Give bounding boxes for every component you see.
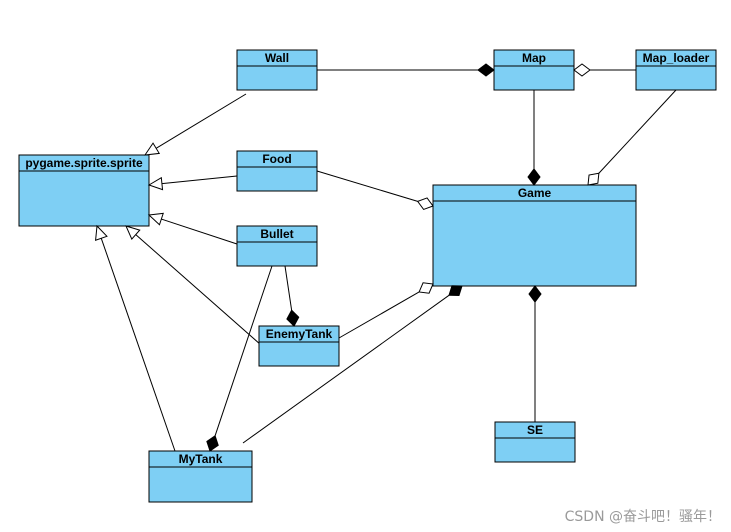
class-map_loader[interactable]: Map_loader	[635, 49, 717, 91]
class-name: SE	[527, 423, 543, 437]
class-pygame_sprite[interactable]: pygame.sprite.sprite	[18, 154, 150, 227]
aggregation-diamond	[418, 282, 434, 294]
class-name: pygame.sprite.sprite	[25, 156, 143, 170]
relation-mytank-game	[242, 294, 450, 444]
class-box	[493, 49, 575, 91]
relations-layer	[100, 69, 677, 452]
generalization-arrowhead	[147, 176, 164, 191]
composition-diamond	[206, 435, 219, 452]
class-box	[494, 421, 576, 463]
relation-mytank-pygame_sprite	[100, 238, 176, 452]
class-name: MyTank	[179, 452, 223, 466]
class-box	[236, 225, 318, 267]
relation-bullet-mytank	[214, 265, 273, 436]
class-bullet[interactable]: Bullet	[236, 225, 318, 267]
class-game[interactable]: Game	[432, 184, 637, 287]
watermark: CSDN @奋斗吧！骚年！	[564, 509, 721, 525]
class-name: Bullet	[260, 227, 293, 241]
markers-layer	[95, 63, 600, 452]
composition-diamond	[527, 168, 541, 186]
class-box	[148, 450, 253, 503]
generalization-arrowhead	[143, 142, 161, 156]
relation-food-game	[316, 170, 418, 202]
relation-bullet-pygame_sprite	[161, 218, 238, 245]
classes-layer: Wall Map Map_loader pygame.sprite.sprite Foo…	[18, 49, 717, 503]
aggregation-diamond	[416, 197, 434, 211]
class-se[interactable]: SE	[494, 421, 576, 463]
class-map[interactable]: Map	[493, 49, 575, 91]
class-mytank[interactable]: MyTank	[148, 450, 253, 503]
generalization-arrowhead	[95, 224, 108, 241]
class-name: Map_loader	[643, 51, 710, 65]
class-name: Food	[262, 152, 291, 166]
aggregation-diamond	[587, 172, 600, 186]
relation-bullet-enemytank	[284, 265, 293, 311]
class-name: Game	[518, 186, 552, 200]
class-food[interactable]: Food	[236, 150, 318, 192]
relation-enemytank-game	[338, 291, 420, 339]
relation-food-pygame_sprite	[161, 175, 238, 185]
composition-diamond	[528, 285, 542, 303]
generalization-arrowhead	[125, 225, 141, 241]
class-box	[635, 49, 717, 91]
relation-enemytank-pygame_sprite	[135, 234, 262, 346]
class-name: EnemyTank	[266, 327, 333, 341]
relation-wall-pygame_sprite	[155, 93, 247, 149]
class-wall[interactable]: Wall	[236, 49, 318, 91]
generalization-arrowhead	[147, 212, 164, 226]
class-box	[236, 150, 318, 192]
aggregation-diamond	[573, 63, 591, 77]
composition-diamond	[448, 285, 463, 297]
class-box	[236, 49, 318, 91]
composition-diamond	[286, 309, 300, 327]
class-box	[18, 154, 150, 227]
class-box	[258, 325, 340, 367]
composition-diamond	[477, 63, 495, 77]
class-box	[432, 184, 637, 287]
relation-map_loader-game	[598, 89, 677, 174]
class-name: Wall	[265, 51, 289, 65]
class-enemytank[interactable]: EnemyTank	[258, 325, 340, 367]
class-name: Map	[522, 51, 546, 65]
